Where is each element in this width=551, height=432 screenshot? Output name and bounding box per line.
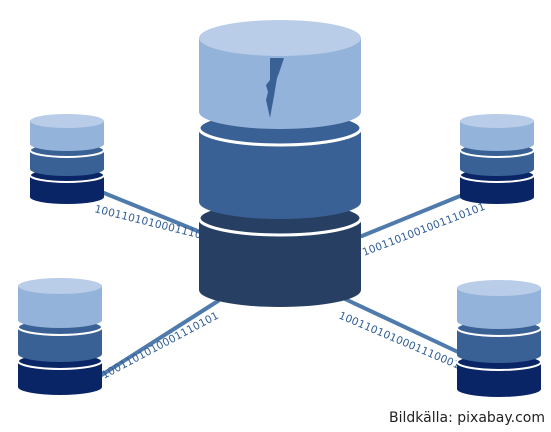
database-icon-bottom-right [456,280,542,397]
lightning-bolt-icon [266,58,284,118]
central-db-bottom-segment [199,218,361,307]
database-icon-top-left [29,114,105,204]
central-db-top-segment [199,38,361,129]
central-db-middle-segment [199,128,361,219]
database-icon-top-right [459,114,535,204]
database-icon-bottom-left [17,278,103,395]
connector-top-right [360,194,462,238]
connector-bottom-left [98,299,220,378]
connector-top-left [102,191,207,236]
central-database-icon [197,20,363,307]
binary-label-bottom-right: 1001101010001110001 [337,310,462,372]
connector-lines [98,191,462,378]
central-db-top-cap [199,20,361,56]
binary-label-top-left: 100110101000111010 [93,203,216,245]
binary-label-bottom-left: 1001101010001110101 [100,310,221,382]
connector-bottom-right [343,297,460,354]
image-credit: Bildkälla: pixabay.com [389,410,545,426]
